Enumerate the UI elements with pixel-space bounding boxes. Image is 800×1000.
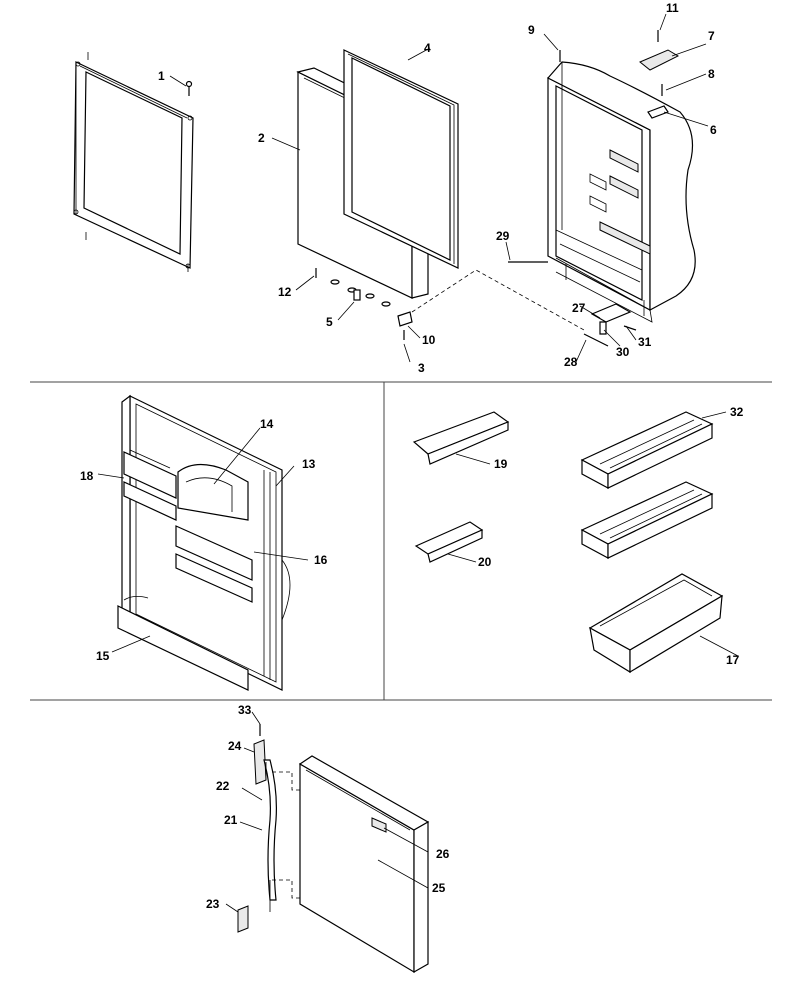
callout-31: 31 bbox=[638, 335, 652, 349]
callout-22: 22 bbox=[216, 779, 230, 793]
door-shelf-right bbox=[175, 525, 253, 603]
ice-tray-lower bbox=[580, 481, 714, 560]
egg-tray-small bbox=[414, 521, 484, 563]
callout-27: 27 bbox=[572, 301, 586, 315]
callout-20: 20 bbox=[478, 555, 492, 569]
egg-tray-large bbox=[412, 411, 510, 465]
callout-11: 11 bbox=[666, 1, 679, 15]
callout-32: 32 bbox=[730, 405, 744, 419]
callout-3: 3 bbox=[418, 361, 425, 375]
handle-cap-bottom bbox=[237, 905, 249, 933]
handle-part bbox=[263, 759, 310, 912]
callout-14: 14 bbox=[260, 417, 274, 431]
callout-6: 6 bbox=[710, 123, 717, 137]
door-frame-part bbox=[73, 61, 194, 269]
door-shelf-left bbox=[123, 449, 177, 521]
callout-28: 28 bbox=[564, 355, 578, 369]
ice-bin-part bbox=[588, 573, 724, 674]
callout-29: 29 bbox=[496, 229, 510, 243]
handle-cap-top bbox=[253, 724, 267, 785]
door-hardware bbox=[315, 268, 413, 340]
cabinet-part bbox=[547, 61, 696, 323]
callout-30: 30 bbox=[616, 345, 630, 359]
outer-door-part bbox=[298, 755, 430, 974]
callout-17: 17 bbox=[726, 653, 740, 667]
screw-part bbox=[85, 52, 193, 272]
door-gasket-part bbox=[343, 49, 459, 269]
callout-10: 10 bbox=[422, 333, 436, 347]
callout-23: 23 bbox=[206, 897, 220, 911]
callout-5: 5 bbox=[326, 315, 333, 329]
leader-lines bbox=[97, 13, 739, 913]
callout-25: 25 bbox=[432, 881, 446, 895]
door-bin-bottom bbox=[117, 596, 249, 691]
callout-1: 1 bbox=[158, 69, 165, 83]
hinge-guide-line bbox=[411, 269, 585, 331]
callout-16: 16 bbox=[314, 553, 328, 567]
callout-4: 4 bbox=[424, 41, 431, 55]
callout-26: 26 bbox=[436, 847, 450, 861]
callout-24: 24 bbox=[228, 739, 242, 753]
dairy-cover-part bbox=[177, 463, 249, 521]
callout-2: 2 bbox=[258, 131, 265, 145]
callout-18: 18 bbox=[80, 469, 94, 483]
callout-15: 15 bbox=[96, 649, 110, 663]
callout-19: 19 bbox=[494, 457, 508, 471]
callout-8: 8 bbox=[708, 67, 715, 81]
callout-13: 13 bbox=[302, 457, 316, 471]
callout-12: 12 bbox=[278, 285, 292, 299]
hinge-top-parts bbox=[559, 30, 680, 119]
ice-tray-upper bbox=[580, 411, 714, 490]
callout-7: 7 bbox=[708, 29, 715, 43]
callout-21: 21 bbox=[224, 813, 238, 827]
callout-33: 33 bbox=[238, 703, 252, 717]
callout-9: 9 bbox=[528, 23, 535, 37]
callout-labels: 1 2 3 4 5 6 7 8 9 10 11 12 13 14 15 16 1… bbox=[80, 1, 744, 911]
